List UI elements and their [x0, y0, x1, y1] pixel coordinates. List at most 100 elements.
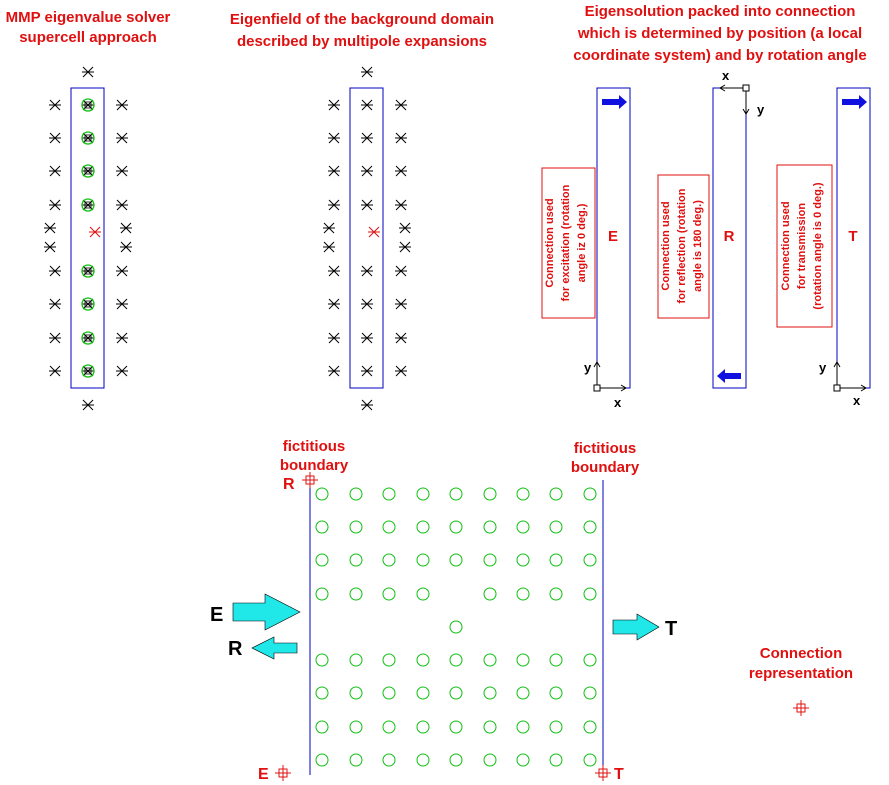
pole-square-icon — [84, 101, 92, 109]
panel-mmp-supercell: MMP eigenvalue solver supercell approach — [6, 9, 171, 411]
rod-circle-icon — [81, 131, 95, 145]
pole-cross-icon — [328, 99, 340, 111]
rod-circle-icon — [349, 553, 363, 567]
rod-circle-icon — [315, 753, 329, 767]
pole-cross-icon — [328, 298, 340, 310]
rod-circle-icon — [349, 520, 363, 534]
rod-circle-icon — [449, 686, 463, 700]
panel-background-eigenfield: Eigenfield of the background domain desc… — [230, 11, 494, 411]
arrow-right-icon — [602, 95, 627, 109]
pole-cross-icon — [395, 165, 407, 177]
panel-a-title-line1: MMP eigenvalue solver — [6, 9, 171, 26]
pole-cross-icon — [395, 199, 407, 211]
local-axes-icon — [833, 361, 867, 392]
connection-t-label-line1: Connection used — [780, 201, 792, 290]
connection-r-axis-y: y — [757, 102, 765, 117]
rod-circle-icon — [549, 553, 563, 567]
supercell-boundary — [70, 87, 105, 389]
pole-cross-icon — [361, 365, 373, 377]
rod-circle-icon — [81, 297, 95, 311]
connection-e-letter: E — [608, 228, 618, 245]
rod-circle-icon — [549, 587, 563, 601]
rod-circle-icon — [315, 553, 329, 567]
pole-cross-icon — [399, 222, 411, 234]
pole-cross-icon — [323, 241, 335, 253]
connection-e-label-line1: Connection used — [544, 198, 556, 287]
pole-cross-icon — [361, 66, 373, 78]
pole-cross-icon — [116, 332, 128, 344]
rod-circle-icon — [549, 686, 563, 700]
rod-circle-icon — [583, 520, 597, 534]
pole-cross-icon — [395, 332, 407, 344]
pole-square-icon — [84, 334, 92, 342]
rod-circle-icon — [416, 587, 430, 601]
rod-circle-icon — [349, 686, 363, 700]
rod-circle-icon — [483, 720, 497, 734]
connection-t-label-line3: (rotation angle is 0 deg.) — [812, 182, 824, 309]
pole-cross-icon — [395, 298, 407, 310]
pole-square-icon — [84, 134, 92, 142]
pole-cross-icon — [361, 399, 373, 411]
rod-circle-icon — [449, 720, 463, 734]
rod-circle-icon — [382, 720, 396, 734]
rod-circle-icon — [315, 520, 329, 534]
connection-e-label-line2: for excitation (rotation — [560, 184, 572, 301]
rod-circle-icon — [416, 520, 430, 534]
connection-t-axis-x: x — [853, 393, 861, 408]
panel-photonic-crystal: fictitious boundary fictitious boundary … — [210, 438, 853, 783]
pole-cross-icon — [49, 199, 61, 211]
pole-cross-icon — [116, 199, 128, 211]
pole-cross-icon — [116, 365, 128, 377]
connection-e-label-box — [541, 167, 596, 319]
pole-cross-icon — [328, 165, 340, 177]
pole-cross-icon — [395, 132, 407, 144]
defect-pole-cross-icon — [368, 226, 380, 238]
pole-cross-icon — [328, 365, 340, 377]
rod-circle-icon — [583, 720, 597, 734]
rod-circle-icon — [416, 487, 430, 501]
pole-cross-icon — [361, 165, 373, 177]
rod-circle-icon — [416, 653, 430, 667]
rod-circle-icon — [516, 520, 530, 534]
rod-lattice — [315, 487, 597, 767]
rod-circle-icon — [483, 587, 497, 601]
rod-circle-icon — [416, 720, 430, 734]
rod-circle-icon — [382, 520, 396, 534]
rod-circle-icon — [449, 553, 463, 567]
rod-circle-icon — [349, 487, 363, 501]
left-boundary-label-line2: boundary — [280, 457, 349, 474]
connection-representation-line1: Connection — [760, 645, 843, 662]
rod-circle-icon — [516, 553, 530, 567]
rod-circle-icon — [483, 686, 497, 700]
connection-excitation: E Connection used for excitation (rotati… — [541, 87, 631, 410]
panel-a-title-line2: supercell approach — [19, 29, 157, 46]
pole-cross-icon — [44, 241, 56, 253]
panel-b-title-line1: Eigenfield of the background domain — [230, 11, 494, 28]
rod-circle-icon — [483, 487, 497, 501]
rod-circle-icon — [516, 720, 530, 734]
right-boundary-label-line2: boundary — [571, 459, 640, 476]
rod-circle-icon — [516, 487, 530, 501]
pole-cross-icon — [116, 298, 128, 310]
rod-circle-icon — [81, 98, 95, 112]
rod-circle-icon — [315, 653, 329, 667]
pole-cross-icon — [49, 365, 61, 377]
background-domain-boundary — [349, 87, 384, 389]
transmitted-arrow-icon — [612, 613, 660, 641]
connection-e-axis-x: x — [614, 395, 622, 410]
panel-c-title-line2: which is determined by position (a local — [577, 25, 862, 42]
panel-c-title-line3: coordinate system) and by rotation angle — [573, 47, 866, 64]
pole-cross-icon — [49, 332, 61, 344]
connection-t-letter: T — [848, 228, 857, 245]
rod-circle-icon — [583, 653, 597, 667]
rod-circle-icon — [349, 720, 363, 734]
pole-cross-icon — [361, 99, 373, 111]
rod-circle-icon — [81, 364, 95, 378]
connection-representation-line2: representation — [749, 665, 853, 682]
connection-t-label-box — [776, 164, 833, 328]
rod-circle-icon — [382, 686, 396, 700]
pole-cross-icon — [49, 132, 61, 144]
rod-circle-icon — [382, 753, 396, 767]
reflected-arrow-icon — [251, 636, 298, 660]
